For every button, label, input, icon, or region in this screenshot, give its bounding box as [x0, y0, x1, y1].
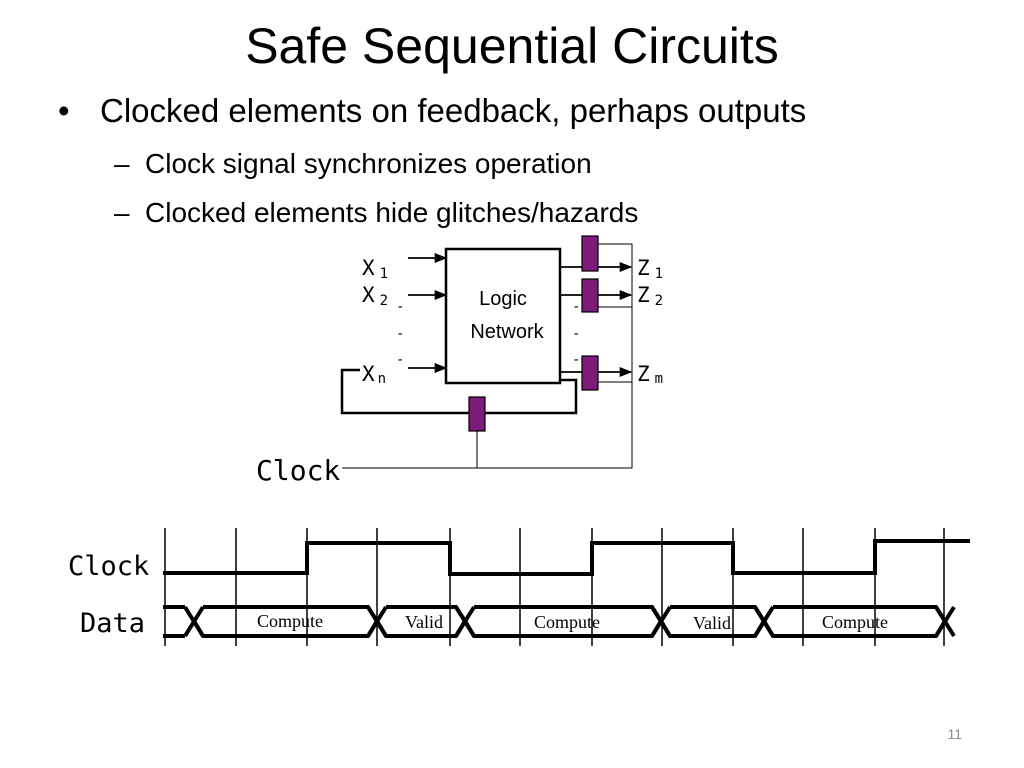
data-segment-label: Valid [405, 612, 443, 632]
page-number: 11 [947, 726, 962, 742]
logic-block-labels: Logic Network [470, 288, 544, 343]
feedback-return-wire [340, 368, 469, 415]
bullet-1-text: Clocked elements on feedback, perhaps ou… [100, 92, 807, 129]
data-segment-labels: Compute Valid Compute Valid Compute [257, 611, 888, 633]
input-ellipsis-mark: - [396, 352, 404, 368]
logic-block-label-line1: Logic [479, 288, 527, 310]
timing-clock-label: Clock [68, 551, 149, 582]
bullet-marker: • [58, 92, 70, 129]
feedback-wire [484, 378, 578, 415]
sub-bullet-2: –Clocked elements hide glitches/hazards [114, 194, 638, 232]
register-feedback [468, 396, 486, 432]
input-ellipsis-mark: - [396, 299, 404, 315]
sub-bullet-1: –Clock signal synchronizes operation [114, 145, 592, 183]
sub-bullet-1-text: Clock signal synchronizes operation [145, 148, 592, 179]
input-ellipsis-mark: - [396, 326, 404, 342]
output-ellipsis-mark: - [572, 299, 580, 315]
clock-bus-wire [342, 243, 633, 469]
data-segment-label: Compute [822, 612, 888, 632]
output-ellipsis-mark: - [572, 326, 580, 342]
output-ellipsis-mark: - [572, 352, 580, 368]
circuit-clock-label: Clock [256, 454, 340, 487]
logic-network-block [444, 247, 562, 385]
register-output-1 [581, 235, 599, 272]
logic-block-label-line2: Network [470, 321, 544, 343]
timing-data-label: Data [80, 608, 145, 639]
circuit-diagram [340, 235, 633, 469]
timing-diagram: Compute Valid Compute Valid Compute Cloc… [68, 528, 970, 646]
dash-marker: – [114, 148, 130, 179]
data-segment-label: Compute [257, 611, 323, 631]
slide-title: Safe Sequential Circuits [245, 18, 779, 74]
register-output-2 [581, 278, 599, 313]
data-segment-label: Valid [693, 613, 731, 633]
dash-marker: – [114, 197, 130, 228]
register-output-m [581, 355, 599, 391]
data-segment-label: Compute [534, 612, 600, 632]
sub-bullet-2-text: Clocked elements hide glitches/hazards [145, 197, 639, 228]
clock-waveform [163, 539, 970, 576]
data-waveform [163, 605, 956, 638]
